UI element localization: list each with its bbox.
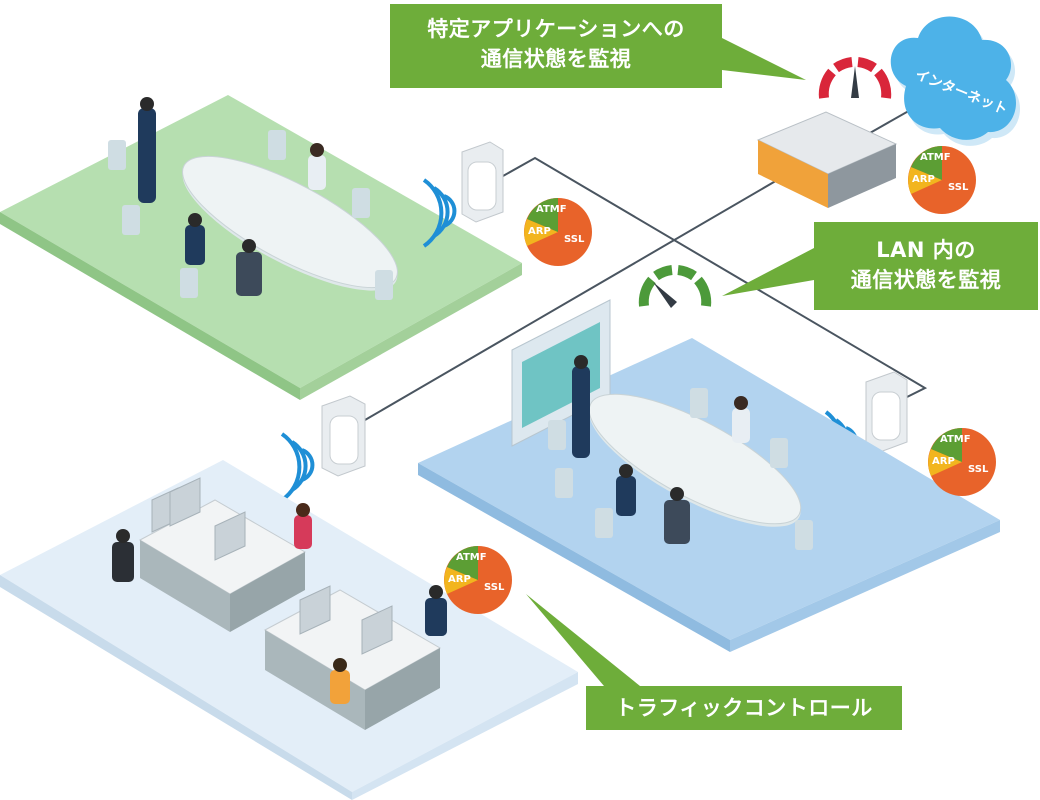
callout-lan-monitoring-line1: LAN 内の [876, 238, 976, 262]
pie-label-arp-1: ARP [528, 226, 551, 237]
callout-app-monitoring-line1: 特定アプリケーションへの [427, 17, 685, 41]
meeting-room-green [0, 95, 522, 400]
gauge-green [638, 265, 712, 308]
gauge-red [818, 57, 892, 99]
callout-lan-monitoring-line2: 通信状態を監視 [850, 268, 1002, 292]
pie-label-arp-3: ARP [932, 456, 955, 467]
pie-label-atmf-3: ATMF [940, 434, 971, 445]
pie-label-arp-4: ARP [448, 574, 471, 585]
callout-lan-monitoring: LAN 内の 通信状態を監視 [814, 222, 1038, 310]
pie-label-atmf-1: ATMF [536, 204, 567, 215]
pie-label-ssl-3: SSL [968, 464, 989, 475]
office-floor [0, 460, 578, 800]
pie-chart-3 [928, 428, 996, 496]
pie-label-atmf-2: ATMF [920, 152, 951, 163]
wifi-signal-2 [280, 432, 315, 502]
pie-label-ssl-2: SSL [948, 182, 969, 193]
cable-ap1-ap3 [502, 156, 928, 399]
access-point-1 [461, 141, 504, 223]
callout-traffic-control: トラフィックコントロール [586, 686, 902, 730]
callout-app-monitoring: 特定アプリケーションへの 通信状態を監視 [390, 4, 722, 88]
people-green-room [138, 97, 326, 296]
callout-app-monitoring-line2: 通信状態を監視 [480, 47, 632, 71]
people-office [112, 503, 447, 704]
people-blue-room [572, 355, 750, 544]
pie-chart-2 [908, 146, 976, 214]
pie-chart-1 [524, 198, 592, 266]
pie-label-arp-2: ARP [912, 174, 935, 185]
callout-pointer-mid [722, 248, 814, 296]
meeting-room-blue [418, 299, 1000, 652]
pie-label-atmf-4: ATMF [456, 552, 487, 563]
office-monitors [151, 477, 393, 655]
cable-ap2-router [364, 167, 799, 421]
access-point-3 [865, 371, 908, 453]
callout-pointer-top [722, 38, 806, 80]
wifi-signal-1 [422, 178, 457, 248]
internet-cloud [890, 16, 1021, 146]
pie-label-ssl-4: SSL [484, 582, 505, 593]
callout-pointer-bottom [526, 594, 640, 686]
router [756, 111, 898, 208]
pie-chart-4 [444, 546, 512, 614]
pie-label-ssl-1: SSL [564, 234, 585, 245]
access-point-2 [321, 395, 366, 477]
